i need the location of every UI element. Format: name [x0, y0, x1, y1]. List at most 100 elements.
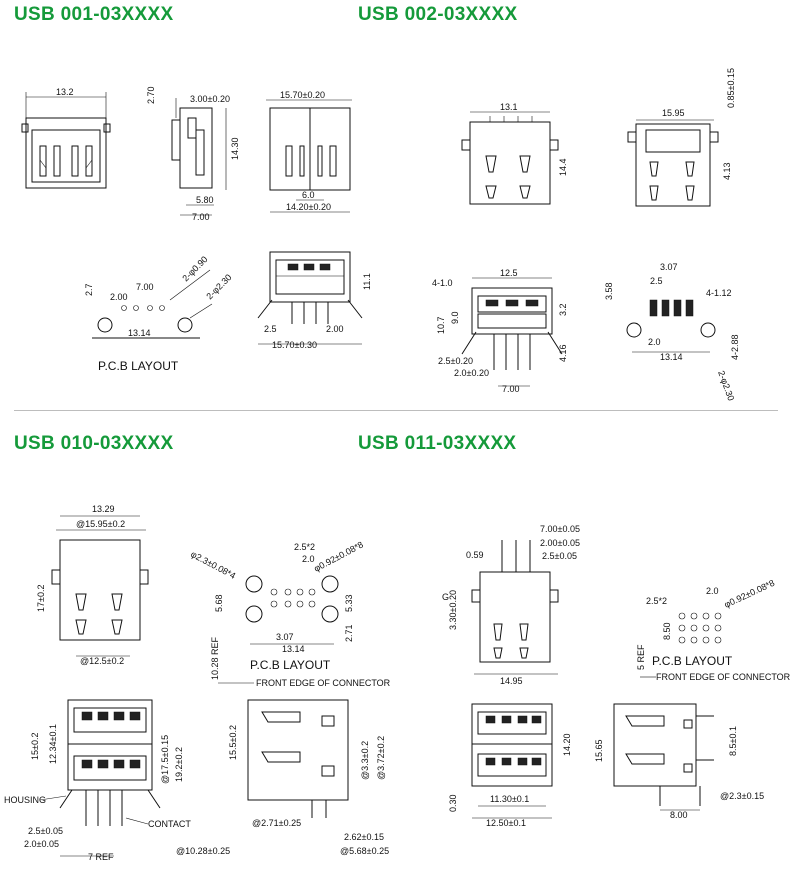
dim-label: 14.95 — [500, 676, 523, 686]
dim-label: @5.68±0.25 — [340, 846, 389, 856]
usb010-pcb-layout: φ2.3±0.08*4 2.5*2 2.0 φ0.92±0.08*8 5.68 … — [189, 539, 391, 688]
dim-label: 15±0.2 — [30, 733, 40, 760]
dim-label: 13.14 — [128, 328, 151, 338]
dim-label: 2.7 — [84, 283, 94, 296]
usb010-front-view: 13.29 @15.95±0.2 17±0.2 @12.5±0.2 — [36, 504, 149, 666]
dim-label: 2.70 — [146, 86, 156, 104]
dim-label: 2.0 — [648, 337, 661, 347]
dim-label: 2.0±0.05 — [24, 839, 59, 849]
dim-label: 0.30 — [448, 794, 458, 812]
dim-label: 2.5 — [650, 276, 663, 286]
dim-label: 8.00 — [670, 810, 688, 820]
usb011-side-view: 15.65 8.5±0.1 @2.3±0.15 8.00 — [594, 703, 764, 820]
dim-label: 15.95 — [662, 108, 685, 118]
dim-label: 5 REF — [636, 644, 646, 670]
dim-label: 3.00±0.20 — [190, 94, 230, 104]
dim-label: 0.85±0.15 — [726, 68, 736, 108]
dim-label: 4-1.12 — [706, 288, 732, 298]
dim-label: 10.28 REF — [210, 636, 220, 680]
dim-label: 14.30 — [230, 137, 240, 160]
dim-label: 13.1 — [500, 102, 518, 112]
dim-label: 2.0±0.20 — [454, 368, 489, 378]
dim-label: 7 REF — [88, 852, 114, 862]
dim-label: 15.70±0.20 — [280, 90, 325, 100]
dim-label: 8.50 — [662, 622, 672, 640]
usb002-pcb-layout: 3.07 2.5 3.58 4-1.12 2.0 13.14 4-2.88 2-… — [604, 262, 740, 402]
dim-label: 2.71 — [344, 624, 354, 642]
usb001-bottom-view: 11.1 2.5 2.00 15.70±0.30 — [257, 251, 372, 350]
dim-label: 2-φ2.30 — [716, 369, 736, 402]
dim-label: 13.14 — [282, 644, 305, 654]
dim-label: 2.0 — [706, 586, 719, 596]
section-divider — [14, 410, 778, 411]
dim-label: 5.80 — [196, 195, 214, 205]
dim-label: 2.5±0.05 — [28, 826, 63, 836]
usb002-back-view: 15.95 0.85±0.15 4.13 — [627, 68, 736, 207]
dim-label: 15.70±0.30 — [272, 340, 317, 350]
dim-label: 3.58 — [604, 282, 614, 300]
dim-label: 13.29 — [92, 504, 115, 514]
dim-label: @10.28±0.25 — [176, 846, 230, 856]
dim-label: 15.5±0.2 — [228, 725, 238, 760]
dim-label: 2.5*2 — [646, 596, 667, 606]
usb001-side-view: 2.70 3.00±0.20 14.30 5.80 7.00 — [146, 86, 240, 222]
dim-label: @2.71±0.25 — [252, 818, 301, 828]
usb002-front-view: 13.1 14.4 — [461, 102, 568, 205]
dim-label: 0.59 — [466, 550, 484, 560]
dim-label: 3.2 — [558, 303, 568, 316]
dim-label: 14.20±0.20 — [286, 202, 331, 212]
dim-label: 11.30±0.1 — [490, 794, 529, 804]
pcb-layout-label: P.C.B LAYOUT — [98, 359, 179, 373]
section-title-usb-011: USB 011-03XXXX — [358, 433, 517, 454]
front-edge-label: FRONT EDGE OF CONNECTOR — [656, 672, 791, 682]
usb001-front-view: 13.2 — [21, 87, 111, 189]
section-title-usb-001: USB 001-03XXXX — [14, 4, 174, 25]
dim-label: 2.5±0.05 — [542, 551, 577, 561]
dim-label: G — [442, 592, 449, 602]
dim-label: 2.5±0.20 — [438, 356, 473, 366]
dim-label: @15.95±0.2 — [76, 519, 125, 529]
dim-label: 13.2 — [56, 87, 74, 97]
dim-label: 2.5*2 — [294, 542, 315, 552]
dim-label: 19.2±0.2 — [174, 747, 184, 782]
section-title-usb-010: USB 010-03XXXX — [14, 433, 174, 454]
dim-label: 17±0.2 — [36, 585, 46, 612]
dim-label: 5.33 — [344, 594, 354, 612]
dim-label: 12.34±0.1 — [48, 724, 58, 764]
usb011-pcb-layout: 2.5*2 2.0 φ0.92±0.08*8 8.50 5 REF P.C.B … — [636, 578, 791, 682]
dim-label: 3.07 — [276, 632, 294, 642]
dim-label: 15.65 — [594, 739, 604, 762]
dim-label: 13.14 — [660, 352, 683, 362]
dim-label: 5.68 — [214, 594, 224, 612]
dim-label: 2.5 — [264, 324, 277, 334]
dim-label: @3.72±0.2 — [376, 736, 386, 780]
dim-label: 6.0 — [302, 190, 315, 200]
dim-label: 14.20 — [562, 733, 572, 756]
dim-label: 3.07 — [660, 262, 678, 272]
pcb-layout-label: P.C.B LAYOUT — [250, 658, 331, 672]
usb001-pcb-layout: 2.7 7.00 2.00 2-φ0.90 2-φ2.30 13.14 P.C.… — [84, 254, 234, 373]
dim-label: 10.7 — [436, 316, 446, 334]
dim-label: φ2.3±0.08*4 — [189, 549, 237, 581]
usb011-stacked-front-view: 14.20 11.30±0.1 0.30 12.50±0.1 — [448, 703, 572, 828]
dim-label: 8.5±0.1 — [728, 726, 738, 756]
usb001-back-view: 15.70±0.20 6.0 14.20±0.20 — [266, 90, 352, 213]
dim-label: φ0.92±0.08*8 — [723, 578, 776, 610]
dim-label: φ0.92±0.08*8 — [312, 539, 365, 573]
dim-label: 2.00 — [110, 292, 128, 302]
dim-label: 2.00 — [326, 324, 344, 334]
dim-label: 3.30±0.20 — [448, 590, 458, 630]
dim-label: 2-φ0.90 — [180, 254, 209, 283]
dim-label: 7.00 — [192, 212, 210, 222]
dim-label: 9.0 — [450, 311, 460, 324]
dim-label: 2.00±0.05 — [540, 538, 580, 548]
dim-label: 2.0 — [302, 554, 315, 564]
contact-label: CONTACT — [148, 819, 191, 829]
dim-label: 4-1.0 — [432, 278, 453, 288]
section-title-usb-002: USB 002-03XXXX — [358, 4, 518, 25]
dim-label: 12.5 — [500, 268, 518, 278]
dim-label: @17.5±0.15 — [160, 735, 170, 784]
usb002-bottom-view: 12.5 4-1.0 10.7 9.0 3.2 4.16 2.5±0.20 2.… — [432, 268, 568, 394]
dim-label: @3.3±0.2 — [360, 741, 370, 780]
